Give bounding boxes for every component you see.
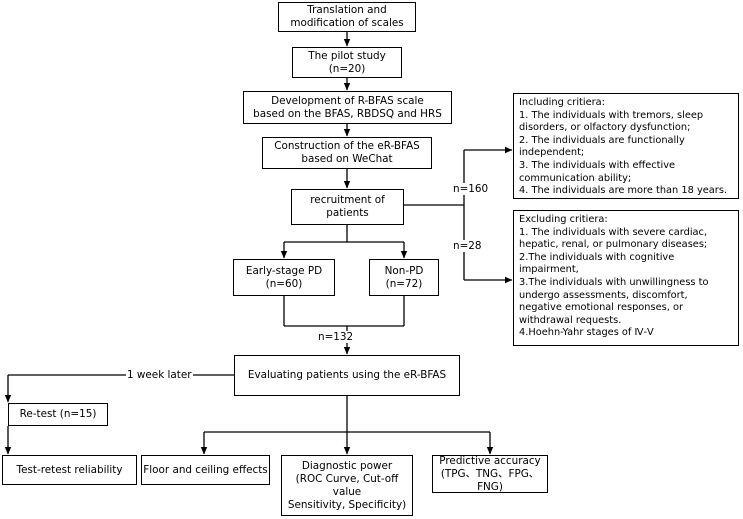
including-criteria-box: Including critiera: 1. The individuals w… [513,93,739,199]
excluding-line: undergo assessments, discomfort, [519,289,688,301]
edge-label-one-week: 1 week later [126,369,193,381]
excluding-line: withdrawal requests. [519,314,622,326]
non-pd-box: Non-PD (n=72) [369,259,439,296]
translation-label: Translation and modification of scales [290,4,404,29]
recruitment-label: recruitment of patients [310,194,385,219]
excluding-line: 2.The individuals with cognitive [519,251,675,263]
evaluating-label: Evaluating patients using the eR-BFAS [247,369,447,381]
including-line: 1. The individuals with tremors, sleep [519,109,704,121]
excluding-line: 1. The individuals with severe cardiac, [519,226,708,238]
non-pd-label: Non-PD (n=72) [384,264,424,290]
predictive-label: Predictive accuracy (TPG、TNG、FPG、FNG) [439,454,541,493]
recruitment-box: recruitment of patients [291,189,404,225]
including-line: disorders, or olfactory dysfunction; [519,122,691,134]
diagnostic-label: Diagnostic power (ROC Curve, Cut-off val… [287,459,407,511]
translation-box: Translation and modification of scales [278,2,416,32]
excluding-criteria-box: Excluding critiera: 1. The individuals w… [513,210,739,346]
floor-ceiling-box: Floor and ceiling effects [141,455,270,485]
edge-label-n28: n=28 [452,240,483,252]
retest-box: Re-test (n=15) [8,403,108,426]
excluding-title: Excluding critiera: [519,214,608,225]
predictive-box: Predictive accuracy (TPG、TNG、FPG、FNG) [432,455,548,493]
test-retest-label: Test-retest reliability [16,463,123,476]
construction-box: Construction of the eR-BFAS based on WeC… [262,137,432,169]
test-retest-box: Test-retest reliability [2,455,137,485]
excluding-line: hepatic, renal, or pulmonary diseases; [519,239,708,251]
evaluating-box: Evaluating patients using the eR-BFAS [234,355,460,396]
development-label: Development of R-BFAS scale based on the… [253,94,442,120]
early-pd-label: Early-stage PD (n=60) [245,264,323,290]
retest-label: Re-test (n=15) [19,408,97,420]
diagnostic-box: Diagnostic power (ROC Curve, Cut-off val… [281,455,413,516]
excluding-line: 3.The individuals with unwillingness to [519,276,709,288]
including-line: 3. The individuals with effective [519,159,676,171]
including-title: Including critiera: [519,97,605,108]
edge-label-n160: n=160 [452,183,490,195]
pilot-study-box: The pilot study (n=20) [292,47,402,78]
excluding-line: negative emotional responses, or [519,302,683,314]
including-line: communication ability; [519,172,632,184]
early-pd-box: Early-stage PD (n=60) [233,259,335,296]
including-line: independent; [519,147,585,159]
including-line: 2. The individuals are functionally [519,134,685,146]
excluding-line: 4.Hoehn-Yahr stages of Ⅳ-Ⅴ [519,327,654,339]
edge-label-n132: n=132 [317,331,355,343]
pilot-study-label: The pilot study (n=20) [308,49,386,75]
excluding-line: impairment, [519,264,579,276]
including-line: 4. The individuals are more than 18 year… [519,185,728,197]
development-box: Development of R-BFAS scale based on the… [243,91,452,124]
floor-ceiling-label: Floor and ceiling effects [143,463,268,476]
construction-label: Construction of the eR-BFAS based on WeC… [274,140,420,165]
